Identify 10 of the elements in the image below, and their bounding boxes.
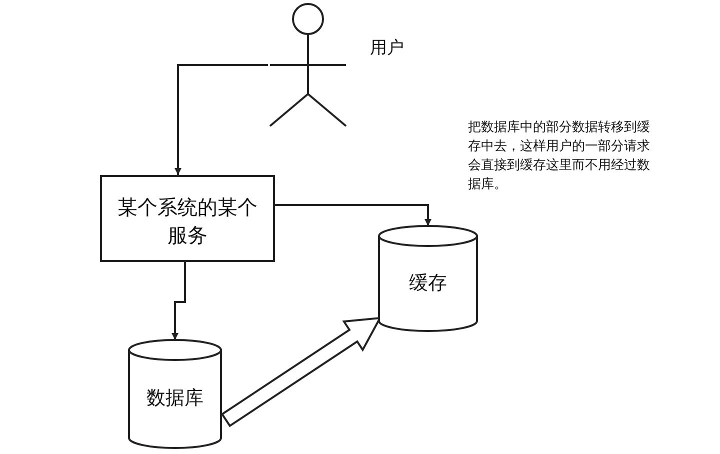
- note-text: 把数据库中的部分数据转移到缓存中去，这样用户的一部分请求会直接到缓存这里而不用经过数据库。: [468, 119, 651, 194]
- node-label: 某个系统的某个服务: [116, 194, 258, 249]
- person-figure: [268, 2, 348, 128]
- arrow: [275, 204, 432, 226]
- arrow: [174, 64, 268, 175]
- process-box: [100, 175, 275, 262]
- actor-label: 用户: [370, 37, 404, 59]
- node-label: 数据库: [146, 386, 204, 412]
- node-label: 缓存: [408, 271, 448, 296]
- arrow: [172, 262, 186, 340]
